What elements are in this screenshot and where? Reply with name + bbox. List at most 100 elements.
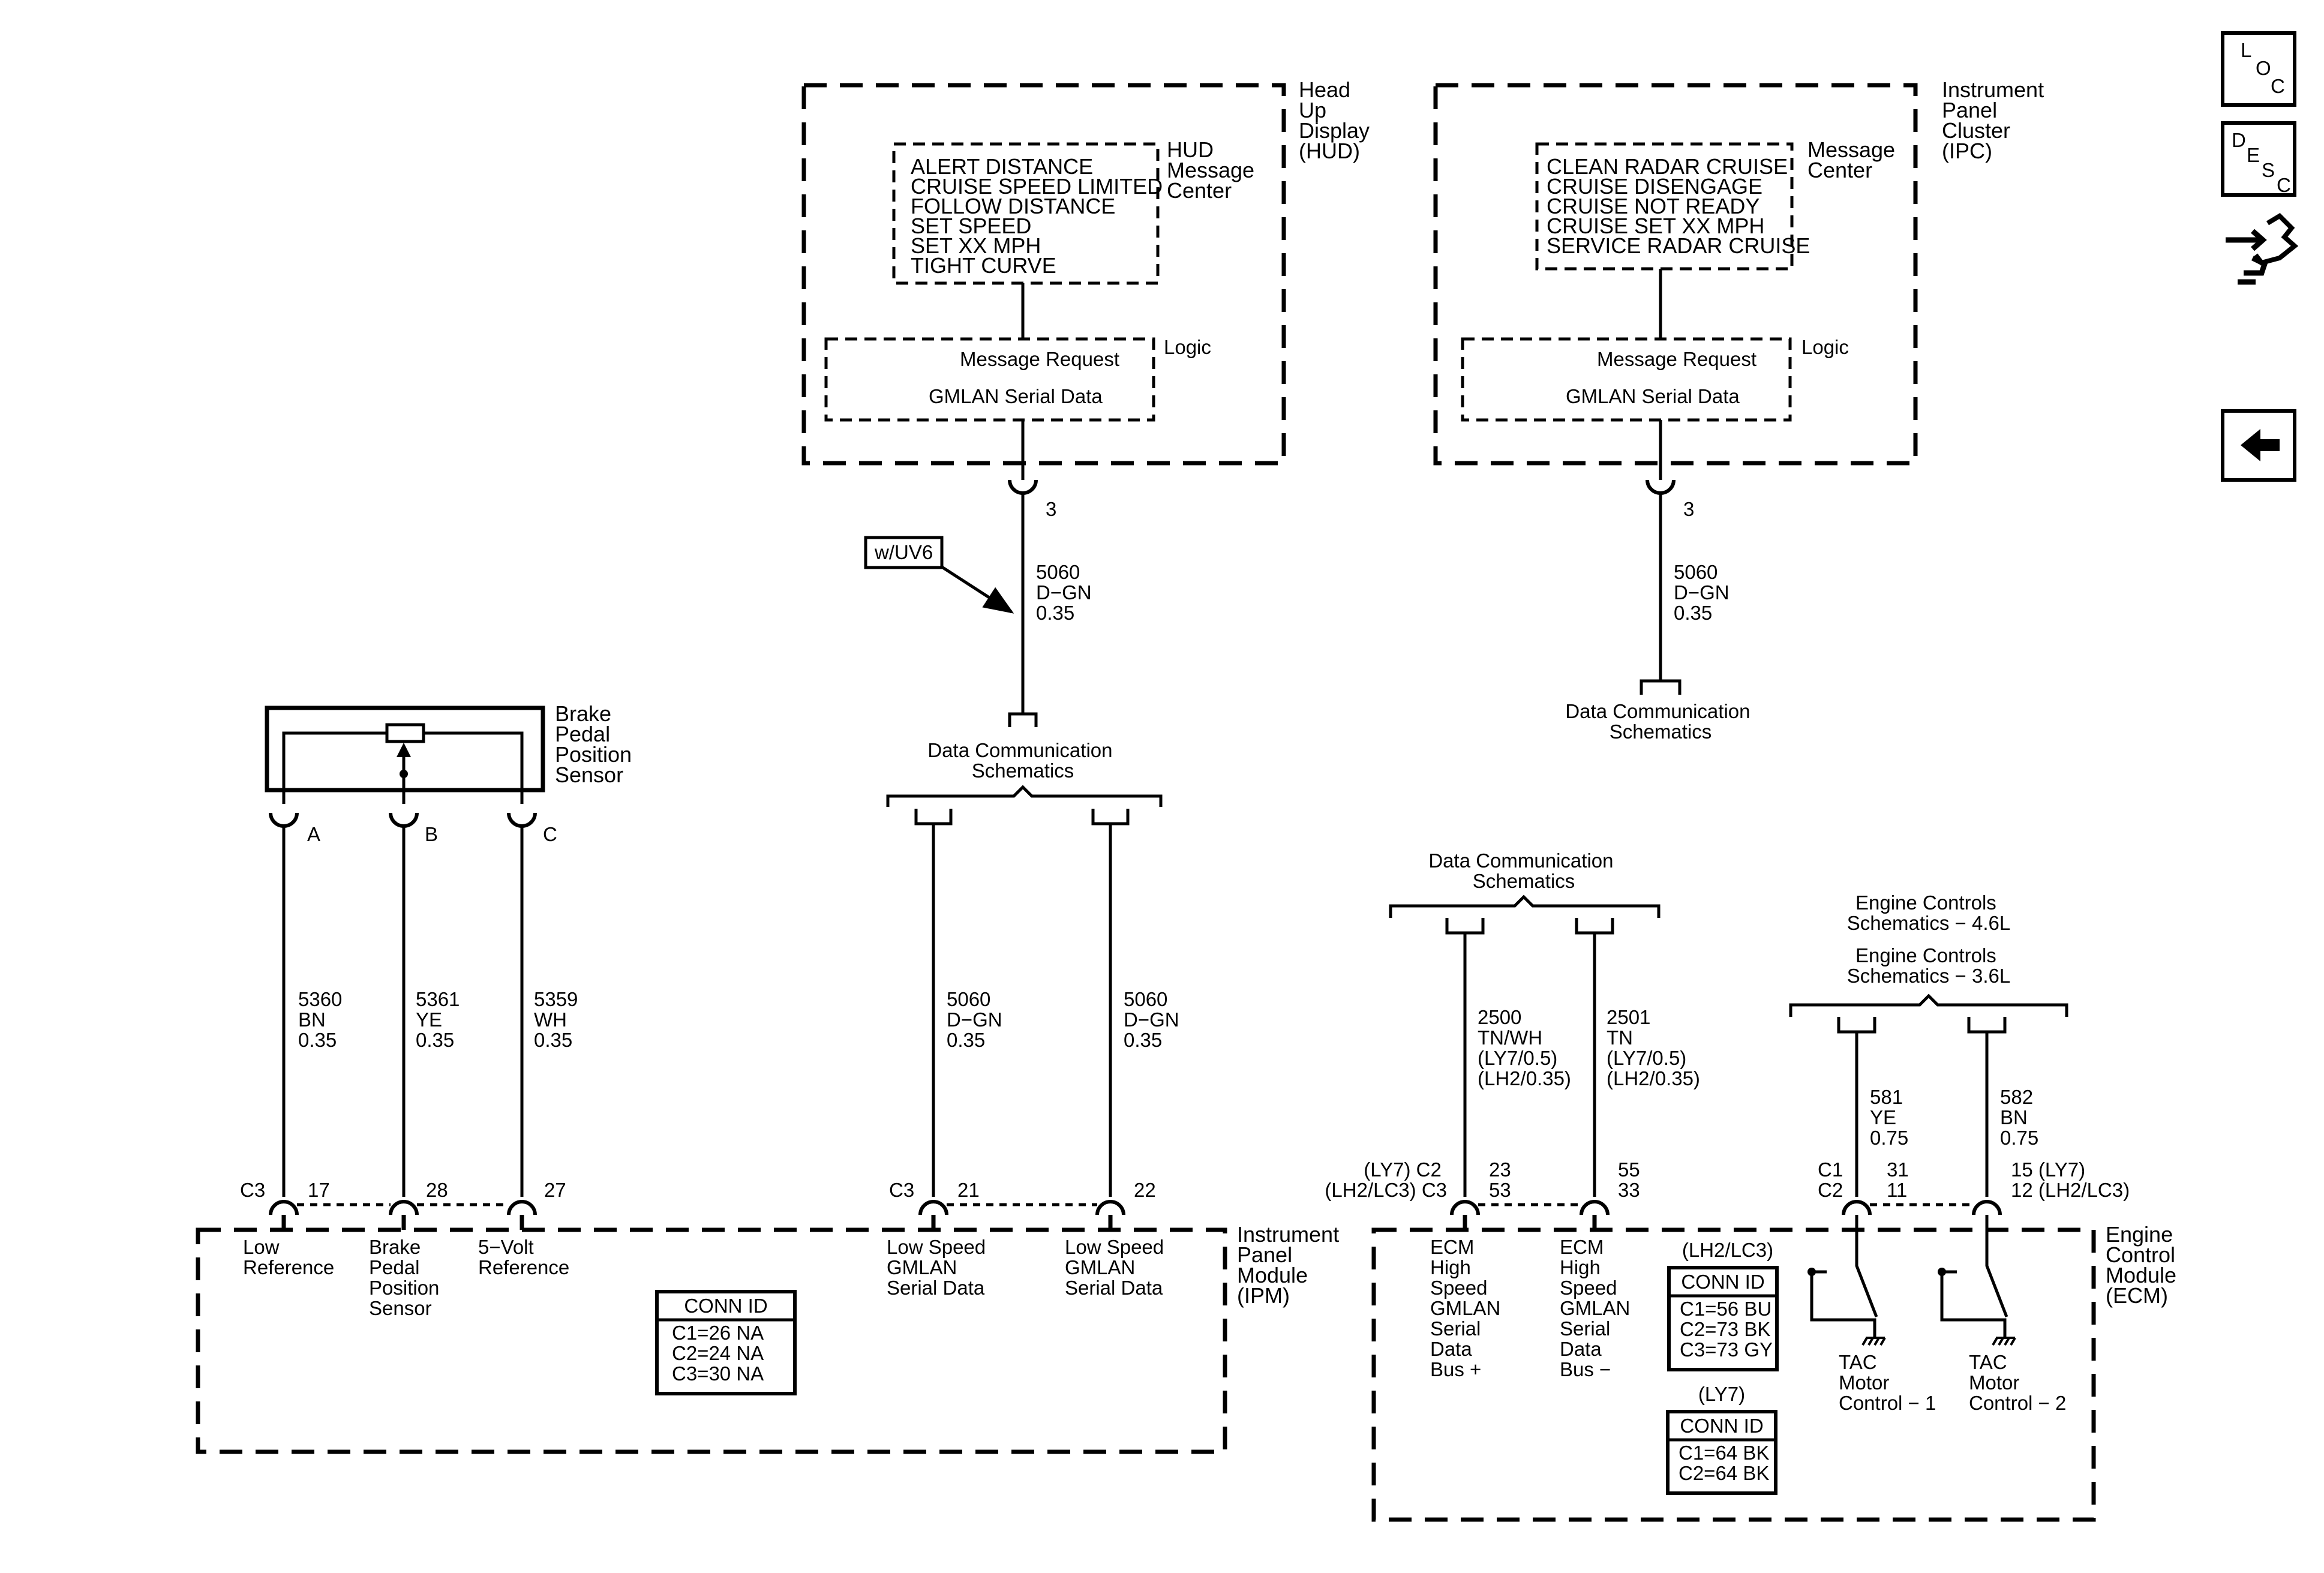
wire-581-label: 581 YE 0.75 bbox=[1870, 1086, 1908, 1149]
sensor-pin-c bbox=[507, 812, 537, 828]
brake-pedal-position-sensor: Brake Pedal Position Sensor A B C 5360 B… bbox=[265, 701, 638, 1197]
svg-text:D: D bbox=[2232, 129, 2246, 151]
hud-module: Head Up Display (HUD) HUD Message Center… bbox=[801, 77, 1376, 727]
ipm-label-gmlan-22: Low Speed GMLAN Serial Data bbox=[1065, 1236, 1169, 1299]
left-arrow-icon bbox=[2241, 429, 2280, 461]
ipm-module-name: Instrument Panel Module (IPM) bbox=[1237, 1222, 1345, 1308]
connector-tools-icon[interactable] bbox=[2226, 212, 2299, 285]
ecm-label-tac-1: TAC Motor Control − 1 bbox=[1839, 1351, 1936, 1414]
ecm-module: Engine Control Module (ECM) (LY7) C2 (LH… bbox=[1325, 1158, 2176, 1522]
ecm-dcs-title: Data Communication Schematics bbox=[1428, 849, 1619, 892]
sensor-pin-a bbox=[269, 812, 299, 828]
option-tag-uv6: w/UV6 bbox=[874, 541, 933, 563]
ipc-dcs-title: Data Communication Schematics bbox=[1565, 700, 1755, 743]
svg-text:C3=30 NA: C3=30 NA bbox=[672, 1362, 764, 1385]
hud-message-request: Message Request bbox=[960, 348, 1119, 370]
desc-button[interactable]: D E S C bbox=[2221, 121, 2296, 197]
ipm-conn-left: C3 bbox=[240, 1179, 265, 1201]
hud-wire-label: 5060 D−GN 0.35 bbox=[1036, 561, 1097, 624]
ipm-wire-22-label: 5060 D−GN 0.35 bbox=[1124, 988, 1185, 1051]
ipm-pin-22: 22 bbox=[1134, 1179, 1156, 1201]
ipm-label-brake-pedal: Brake Pedal Position Sensor bbox=[369, 1236, 445, 1319]
ipc-module-name: Instrument Panel Cluster (IPC) bbox=[1942, 77, 2050, 163]
wire-2500-label: 2500 TN/WH (LY7/0.5) (LH2/0.35) bbox=[1478, 1006, 1571, 1089]
hud-logic-box bbox=[824, 337, 1155, 422]
ecm-label-bus-plus: ECM High Speed GMLAN Serial Data Bus + bbox=[1430, 1236, 1506, 1380]
hud-dcs-connector bbox=[1008, 712, 1038, 727]
ipm-dcs-group: Data Communication Schematics 5060 D−GN … bbox=[886, 739, 1185, 1197]
sensor-pin-b bbox=[389, 812, 419, 828]
wire-5359-label: 5359 WH 0.35 bbox=[534, 988, 584, 1051]
ipc-logic-box bbox=[1461, 337, 1792, 422]
ipc-pin-number: 3 bbox=[1683, 498, 1694, 520]
ipm-label-gmlan-21: Low Speed GMLAN Serial Data bbox=[887, 1236, 991, 1299]
ipc-logic-label: Logic bbox=[1801, 336, 1849, 358]
ipc-gmlan-serial-data: GMLAN Serial Data bbox=[1566, 385, 1740, 407]
engine-controls-group: Engine Controls Schematics − 4.6L Engine… bbox=[1789, 891, 2068, 1197]
ecm-conn-left: (LY7) C2 (LH2/LC3) C3 bbox=[1325, 1158, 1447, 1201]
sensor-pin-a-label: A bbox=[307, 823, 320, 845]
svg-text:C2=73 BK: C2=73 BK bbox=[1680, 1318, 1770, 1340]
ecm-label-tac-2: TAC Motor Control − 2 bbox=[1969, 1351, 2066, 1414]
back-arrow-button[interactable] bbox=[2221, 409, 2296, 482]
ipc-message-center-label: Message Center bbox=[1807, 137, 1901, 182]
wire-2501-label: 2501 TN (LY7/0.5) (LH2/0.35) bbox=[1607, 1006, 1700, 1089]
ecm-conn-id-table-ly7: (LY7) CONN ID C1=64 BK C2=64 BK bbox=[1666, 1383, 1777, 1495]
sensor-pin-c-label: C bbox=[543, 823, 557, 845]
ecm-pins-tac-1: 31 11 bbox=[1887, 1158, 1914, 1201]
ipc-message-request: Message Request bbox=[1597, 348, 1756, 370]
svg-text:CONN ID: CONN ID bbox=[1681, 1271, 1764, 1293]
hud-module-name: Head Up Display (HUD) bbox=[1299, 77, 1376, 163]
hud-pin-number: 3 bbox=[1046, 498, 1056, 520]
ecm-dcs-group: Data Communication Schematics 2500 TN/WH… bbox=[1389, 849, 1700, 1197]
svg-text:C: C bbox=[2277, 174, 2291, 196]
svg-text:C: C bbox=[2271, 75, 2285, 97]
hud-message-center-box bbox=[892, 142, 1160, 285]
engine-controls-36-title: Engine Controls Schematics − 3.6L bbox=[1847, 944, 2010, 987]
ipm-pin-17: 17 bbox=[308, 1179, 330, 1201]
svg-text:S: S bbox=[2262, 159, 2275, 181]
ipc-module: Instrument Panel Cluster (IPC) Message C… bbox=[1433, 77, 2050, 743]
svg-text:(LH2/LC3): (LH2/LC3) bbox=[1682, 1239, 1773, 1261]
ecm-label-bus-minus: ECM High Speed GMLAN Serial Data Bus − bbox=[1560, 1236, 1636, 1380]
ipm-wire-21-label: 5060 D−GN 0.35 bbox=[947, 988, 1008, 1051]
hud-connector-pin bbox=[1008, 479, 1038, 495]
ipm-module: Instrument Panel Module (IPM) C3 17 28 2… bbox=[196, 1179, 1345, 1454]
engine-controls-46-title: Engine Controls Schematics − 4.6L bbox=[1847, 891, 2010, 934]
hud-message-list: ALERT DISTANCE CRUISE SPEED LIMITED FOLL… bbox=[911, 154, 1169, 278]
ecm-conn-right: C1 C2 bbox=[1818, 1158, 1848, 1201]
ipm-dcs-title: Data Communication Schematics bbox=[927, 739, 1118, 782]
sensor-pin-b-label: B bbox=[425, 823, 438, 845]
svg-text:CONN ID: CONN ID bbox=[684, 1295, 767, 1317]
ipm-pin-28: 28 bbox=[426, 1179, 448, 1201]
svg-text:L: L bbox=[2241, 39, 2251, 61]
hud-message-center-label: HUD Message Center bbox=[1167, 137, 1260, 203]
ipm-label-5v-reference: 5−Volt Reference bbox=[478, 1236, 569, 1278]
ecm-pins-bus-plus: 23 53 bbox=[1489, 1158, 1517, 1201]
svg-text:C1=64 BK: C1=64 BK bbox=[1679, 1442, 1769, 1464]
wire-582-label: 582 BN 0.75 bbox=[2000, 1086, 2038, 1149]
ecm-pins-tac-2: 15 (LY7) 12 (LH2/LC3) bbox=[2011, 1158, 2130, 1201]
ecm-conn-id-table-lh2: (LH2/LC3) CONN ID C1=56 BU C2=73 BK C3=7… bbox=[1667, 1239, 1779, 1371]
svg-text:(LY7): (LY7) bbox=[1698, 1383, 1745, 1405]
sensor-name: Brake Pedal Position Sensor bbox=[555, 701, 638, 787]
wire-5360-label: 5360 BN 0.35 bbox=[298, 988, 348, 1051]
ipm-conn-id-table: CONN ID C1=26 NA C2=24 NA C3=30 NA bbox=[655, 1290, 797, 1395]
wire-5361-label: 5361 YE 0.35 bbox=[416, 988, 466, 1051]
svg-text:C1=26 NA: C1=26 NA bbox=[672, 1322, 764, 1344]
ipc-message-list: CLEAN RADAR CRUISE CRUISE DISENGAGE CRUI… bbox=[1547, 154, 1810, 258]
ipc-wire-label: 5060 D−GN 0.35 bbox=[1674, 561, 1735, 624]
svg-text:C2=24 NA: C2=24 NA bbox=[672, 1342, 764, 1364]
svg-text:E: E bbox=[2247, 144, 2260, 166]
loc-button[interactable]: L O C bbox=[2221, 31, 2296, 107]
hud-gmlan-serial-data: GMLAN Serial Data bbox=[929, 385, 1103, 407]
tac-switch-2 bbox=[1985, 1215, 2008, 1317]
svg-text:C1=56 BU: C1=56 BU bbox=[1680, 1298, 1771, 1320]
svg-text:C3=73 GY: C3=73 GY bbox=[1680, 1338, 1773, 1361]
svg-text:O: O bbox=[2256, 57, 2271, 79]
ecm-pins-bus-minus: 55 33 bbox=[1618, 1158, 1646, 1201]
ipm-label-low-reference: Low Reference bbox=[243, 1236, 334, 1278]
ipc-message-center-box bbox=[1535, 142, 1794, 271]
svg-text:C2=64 BK: C2=64 BK bbox=[1679, 1462, 1769, 1484]
tac-switch-1 bbox=[1855, 1215, 1878, 1317]
